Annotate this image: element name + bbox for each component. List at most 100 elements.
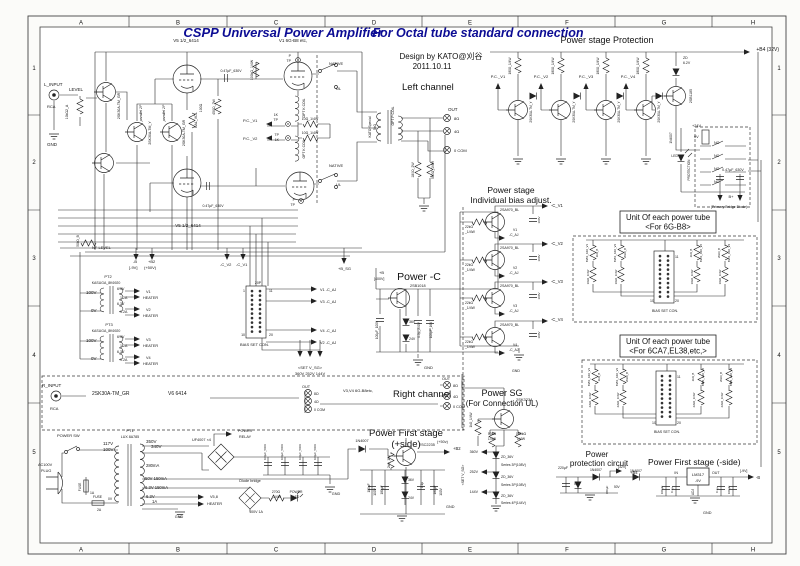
unit-6ca7-box bbox=[581, 359, 758, 445]
schematic-label: NO bbox=[714, 141, 720, 145]
schematic-label: 10 bbox=[652, 421, 656, 425]
grid-number: 1 bbox=[32, 66, 36, 72]
schematic-label: 2SB1185 bbox=[689, 89, 693, 103]
schematic-label: BIAS_ADJ_V2 bbox=[701, 367, 705, 386]
grid-letter: A bbox=[79, 548, 83, 554]
schematic-label: 2SA970_BL bbox=[500, 284, 519, 288]
schematic-label: 36V bbox=[408, 478, 415, 482]
schematic-label: V4 -C_AJ bbox=[320, 329, 336, 333]
schematic-label: 0 COM bbox=[314, 408, 325, 412]
design-date: 2011.10.11 bbox=[413, 62, 452, 71]
schematic-label: P bbox=[289, 54, 292, 58]
bias-set-connector-icon bbox=[655, 370, 677, 426]
schematic-label: 360V 252V 144V bbox=[295, 371, 326, 376]
schematic-label: 1 bbox=[243, 289, 245, 293]
schematic-label: 2SA970_BL bbox=[500, 208, 519, 212]
grid-letter: C bbox=[274, 21, 279, 27]
first-stage-pos-heading: Power First stage bbox=[369, 428, 443, 439]
schematic-label: 100µF_16V bbox=[429, 321, 433, 338]
schematic-label: OUT bbox=[442, 377, 451, 381]
schematic-label: 50V 150mA bbox=[145, 476, 167, 481]
schematic-label: B+ bbox=[728, 194, 734, 199]
schematic-label: 100V bbox=[537, 216, 541, 223]
schematic-label: 8Ω bbox=[454, 116, 459, 121]
bias-heading-1: Power stage bbox=[487, 185, 535, 195]
schematic-label: NATIVE bbox=[329, 163, 343, 168]
schematic-label: ZD_36V bbox=[501, 494, 514, 498]
schematic-label: 450Ω_2W bbox=[212, 98, 216, 114]
schematic-label: BIAS_ADJ_V3 bbox=[615, 367, 619, 386]
schematic-label: GND bbox=[175, 515, 184, 519]
schematic-label: 20 bbox=[269, 333, 273, 337]
schematic-label: 50kΩ bbox=[488, 432, 497, 436]
grid-letter: H bbox=[751, 548, 755, 554]
schematic-label: TP bbox=[274, 118, 279, 122]
schematic-label: GND bbox=[512, 369, 520, 373]
schematic-label: HEATER bbox=[143, 344, 158, 348]
schematic-label: 6.3V bbox=[117, 287, 125, 291]
schematic-label: -C_V1 bbox=[236, 262, 248, 267]
schematic-label: TP bbox=[287, 59, 292, 63]
schematic-label: -C_AJ bbox=[509, 233, 519, 237]
schematic-label: 2SB1018 bbox=[410, 284, 426, 288]
schematic-label: TP bbox=[291, 203, 296, 207]
schematic-label: 0.47µF_630V bbox=[220, 69, 242, 73]
schematic-label: 2kΩ_B bbox=[595, 249, 599, 258]
unit2-title: Unit Of each power tube bbox=[626, 337, 710, 346]
schematic-label: 24V bbox=[408, 496, 415, 500]
schematic-label: P.C._V2 bbox=[534, 74, 549, 79]
schematic-label: 280mA bbox=[146, 463, 159, 468]
schematic-label: 10kΩ_1/4W bbox=[586, 269, 590, 284]
power-sg-subheading: (For Connection UL) bbox=[466, 399, 539, 408]
schematic-label: LED bbox=[293, 495, 300, 499]
left-channel-heading: Left channel bbox=[402, 82, 454, 93]
schematic-label: HEATER bbox=[143, 314, 158, 318]
schematic-label: 2SK30A-TM_Y bbox=[617, 101, 621, 123]
schematic-label: BIAS_ADJ_V4 bbox=[729, 367, 733, 386]
schematic-label: 1K bbox=[275, 138, 280, 142]
schematic-label: (Primary Bridge Diode) bbox=[711, 205, 748, 209]
schematic-label: BIAS SET CON. bbox=[240, 342, 269, 347]
schematic-label: +B2 bbox=[148, 259, 156, 264]
schematic-label: LED bbox=[671, 154, 678, 158]
schematic-label: 180Ω_1/4W bbox=[551, 58, 555, 75]
schematic-label: -C_V3 bbox=[551, 279, 564, 284]
schematic-label: 100µF bbox=[367, 483, 371, 492]
grid-number: 3 bbox=[32, 256, 36, 262]
schematic-label: 2SK30A-TM_Y bbox=[529, 101, 533, 123]
schematic-label: V4 bbox=[513, 343, 517, 347]
schematic-label: GND bbox=[424, 365, 433, 370]
schematic-label: -9V bbox=[695, 479, 701, 483]
schematic-label: OPT K COIL bbox=[302, 98, 306, 117]
schematic-label: +B bbox=[379, 270, 384, 275]
schematic-label: POWER bbox=[238, 429, 253, 433]
schematic-label: NF LEVEL bbox=[92, 245, 112, 250]
output-transformer-icon bbox=[376, 110, 403, 144]
schematic-label: -C_V2 bbox=[551, 241, 564, 246]
schematic-label: V3 bbox=[146, 338, 151, 342]
grid-number: 4 bbox=[32, 353, 36, 359]
schematic-label: 1.2A bbox=[120, 310, 128, 314]
schematic-label: RELAY bbox=[239, 435, 252, 439]
schematic-label: 6.2V bbox=[683, 61, 691, 65]
grid-number: 3 bbox=[777, 256, 781, 262]
schematic-label: BIAS_ADJ_V2 bbox=[699, 243, 703, 262]
schematic-label: 2SK30A-TM_GR bbox=[182, 119, 186, 146]
schematic-label: 1N4007 bbox=[669, 132, 673, 143]
schematic-label: 10kΩ2_A bbox=[65, 104, 69, 119]
unit-6gb8-box bbox=[572, 235, 758, 323]
schematic-label: 10kΩ_1/4W bbox=[614, 269, 618, 284]
section-headings: Left channel Right channel Power stage P… bbox=[369, 35, 779, 468]
schematic-label: PT3 bbox=[105, 322, 113, 327]
wires bbox=[53, 51, 762, 515]
schematic-label: 0.1µ bbox=[715, 487, 719, 493]
schematic-label: V5 1/2_6414 bbox=[175, 223, 201, 228]
grid-letter: B bbox=[176, 548, 180, 554]
schematic-label: PLUG bbox=[41, 469, 51, 473]
schematic-label: 20kΩ_B bbox=[625, 372, 629, 382]
schematic-label: [32V] bbox=[618, 465, 626, 469]
native-ul-switch-icon bbox=[318, 63, 338, 89]
schematic-label: 1.2A bbox=[120, 344, 128, 348]
schematic-label: 100V bbox=[103, 447, 114, 452]
schematic-label: 180Ω_1/4W bbox=[636, 58, 640, 75]
